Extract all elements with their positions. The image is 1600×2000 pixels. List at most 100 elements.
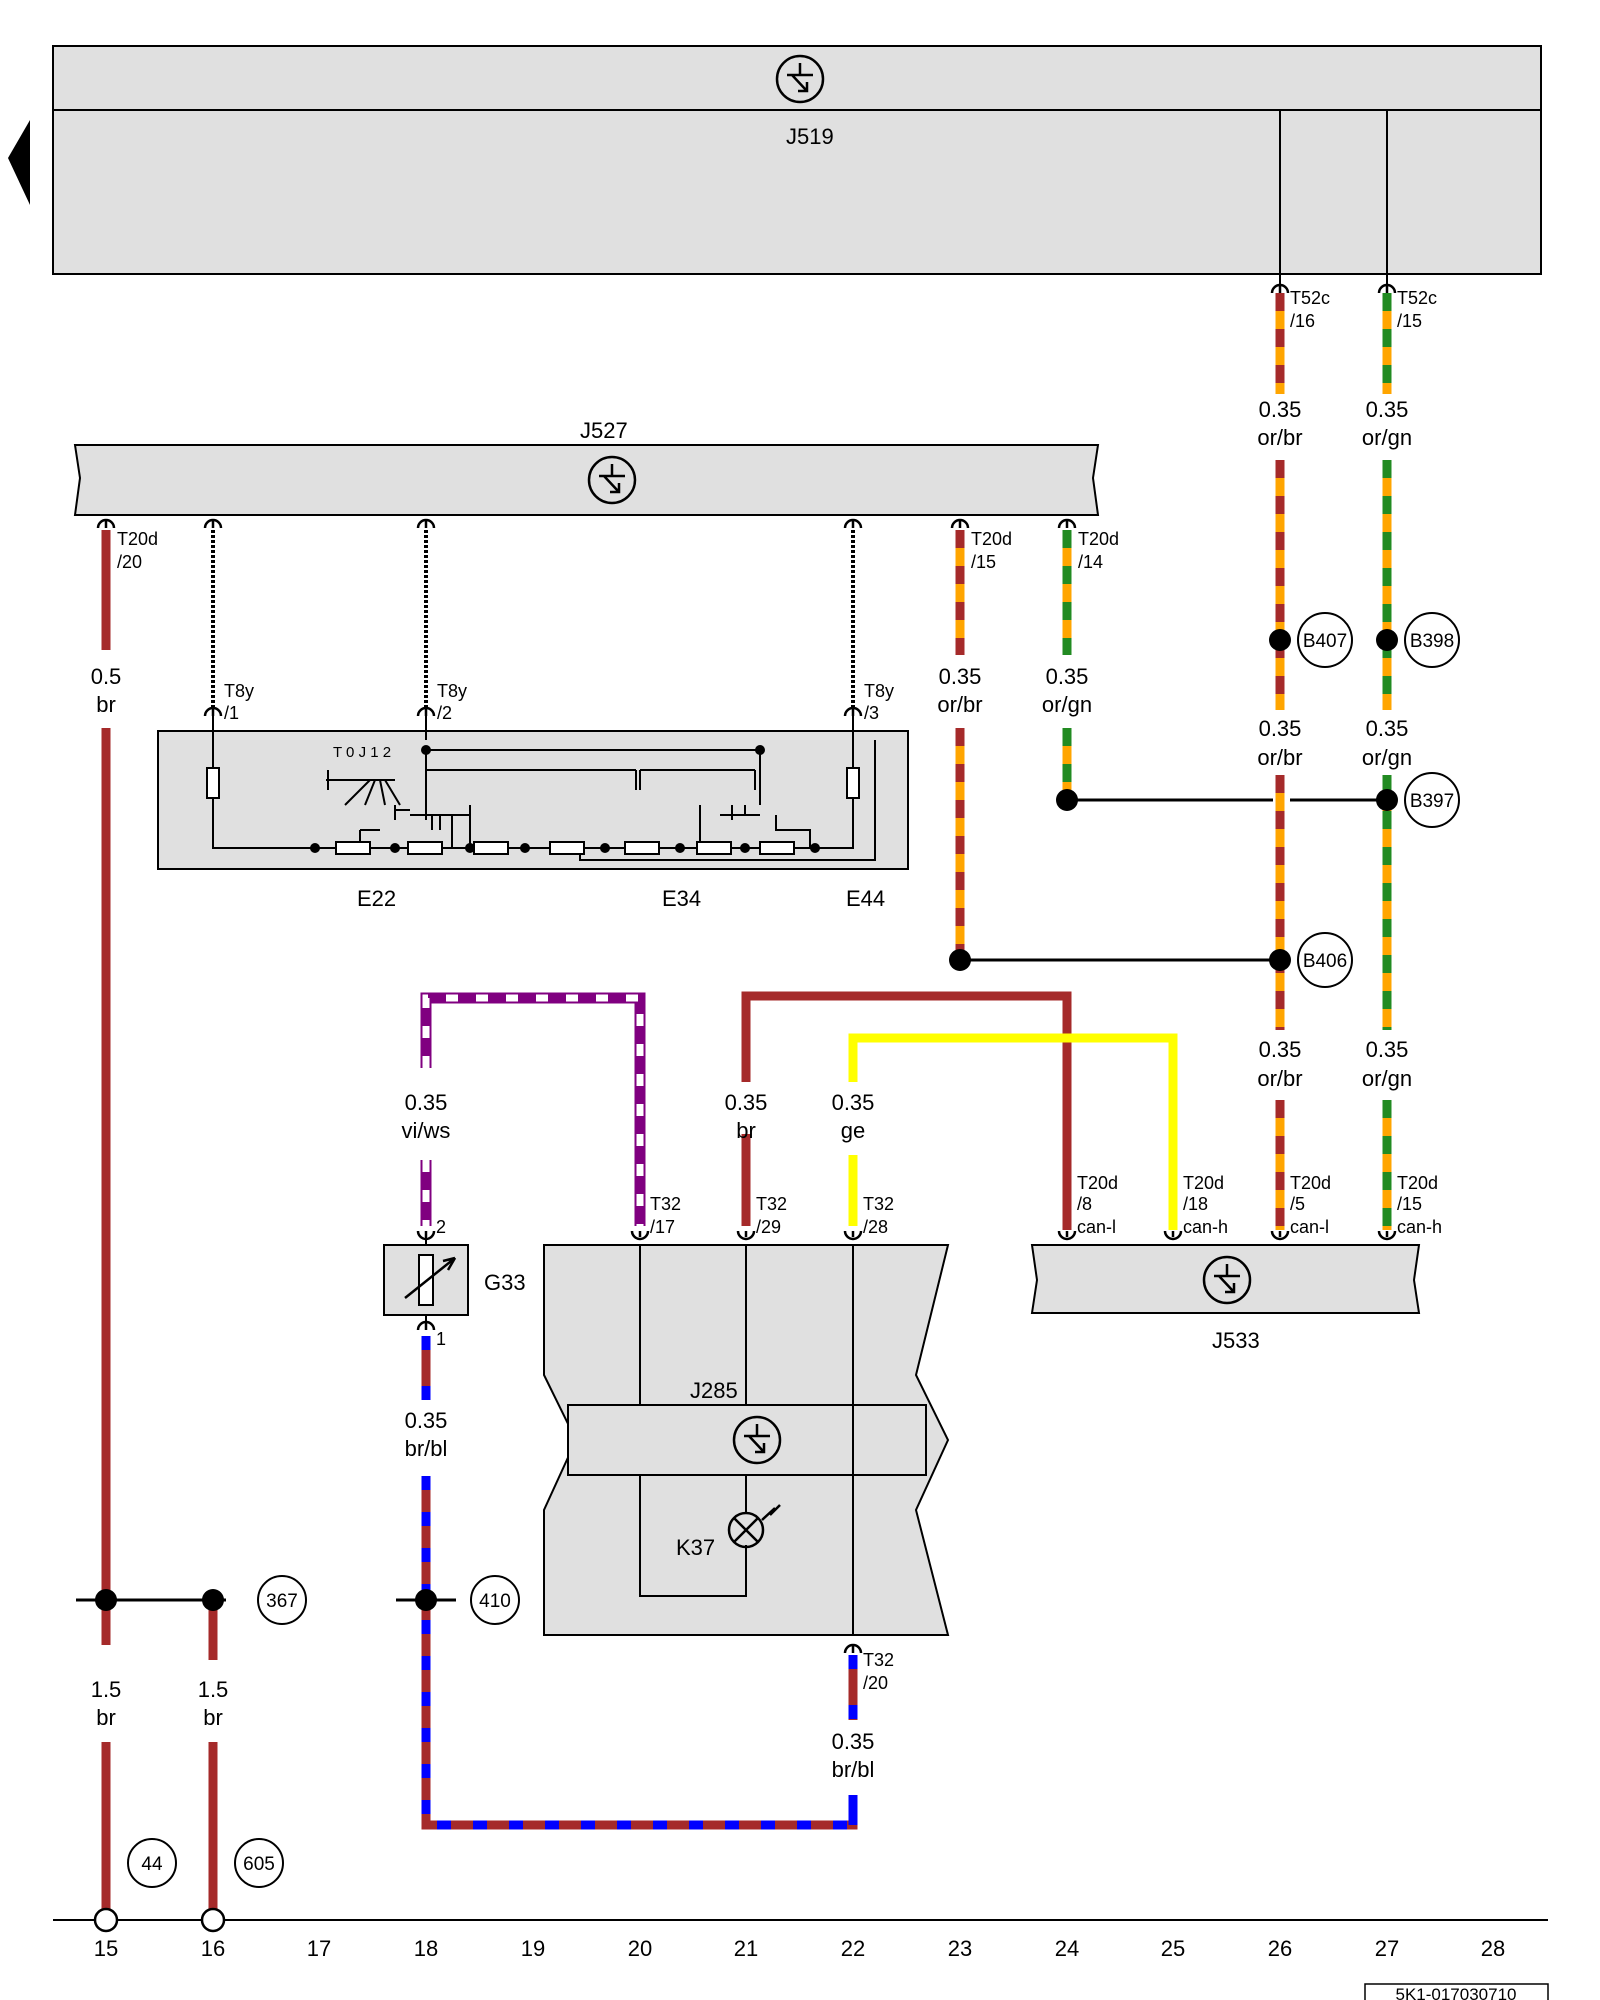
- svg-text:B407: B407: [1303, 631, 1347, 652]
- pin-label: T32: [756, 1194, 787, 1214]
- splice-point: [1269, 949, 1291, 971]
- splice-point: [1376, 789, 1398, 811]
- connector-pin-t8y-3: [843, 706, 863, 718]
- column-number: 16: [201, 1936, 225, 1961]
- component-label-e34: E34: [662, 886, 701, 911]
- connector-pin-t32-29: [736, 1229, 756, 1241]
- connector-pin-t32-28: [843, 1229, 863, 1241]
- connector-pin-t20d-20: [96, 518, 116, 530]
- connector-pin-t8y-2: [416, 706, 436, 718]
- pin-label: can-h: [1397, 1217, 1442, 1237]
- pin-label: T32: [650, 1194, 681, 1214]
- column-number: 24: [1055, 1936, 1079, 1961]
- pin-label: T20d: [1078, 529, 1119, 549]
- column-number: 18: [414, 1936, 438, 1961]
- pin-label: T52c: [1290, 288, 1330, 308]
- column-number: 22: [841, 1936, 865, 1961]
- pin-label: T8y: [224, 681, 254, 701]
- wire-color: or/br: [1257, 745, 1302, 770]
- ref-b407: B407: [1297, 612, 1353, 668]
- pin-label: T20d: [971, 529, 1012, 549]
- wire-size: 0.35: [1366, 397, 1409, 422]
- switch-block-e22-e34-e44: T 0 J 1 2: [157, 716, 909, 870]
- svg-text:5K1-017030710: 5K1-017030710: [1395, 1985, 1516, 2000]
- pin-label: can-l: [1077, 1217, 1116, 1237]
- connector-pin: [416, 518, 436, 530]
- column-number: 20: [628, 1936, 652, 1961]
- wire-size: 0.35: [832, 1090, 875, 1115]
- page-back-arrow-icon[interactable]: [8, 120, 30, 205]
- wire-size: 0.35: [1366, 1037, 1409, 1062]
- pin-label: T20d: [117, 529, 158, 549]
- pin-label: /14: [1078, 552, 1103, 572]
- pin-label: /15: [1397, 311, 1422, 331]
- wire-color: or/gn: [1362, 1066, 1412, 1091]
- wire-color: or/br: [1257, 1066, 1302, 1091]
- svg-text:B397: B397: [1410, 791, 1454, 812]
- pin-label: T20d: [1397, 1173, 1438, 1193]
- wire-size: 0.35: [405, 1408, 448, 1433]
- svg-text:B406: B406: [1303, 951, 1347, 972]
- wire-size: 0.35: [1046, 664, 1089, 689]
- wire-size: 0.35: [725, 1090, 768, 1115]
- wire-color: br/bl: [405, 1436, 448, 1461]
- connector-pin: [203, 518, 223, 530]
- svg-text:B398: B398: [1410, 631, 1454, 652]
- ref-b398: B398: [1404, 612, 1460, 668]
- connector-pin-t32-17: [630, 1229, 650, 1241]
- pin-label: T20d: [1077, 1173, 1118, 1193]
- pin-label: T20d: [1183, 1173, 1224, 1193]
- module-j533: J533: [1030, 1244, 1421, 1353]
- connector-pin-t20d-8: [1057, 1229, 1077, 1241]
- wire-color: vi/ws: [402, 1118, 451, 1143]
- connector-pin-t20d-18: [1163, 1229, 1183, 1241]
- connector-pin-g33-1: [416, 1320, 436, 1332]
- wire-color: br: [96, 692, 116, 717]
- warning-lamp-icon: [727, 1504, 781, 1549]
- pin-label: /3: [864, 703, 879, 723]
- connector-pin-t20d-15: [1377, 1229, 1397, 1241]
- module-j527: J527: [73, 418, 1100, 516]
- wire-vi-ws: [420, 992, 646, 1226]
- wire-size: 0.5: [91, 664, 122, 689]
- wire-color: or/br: [937, 692, 982, 717]
- ref-44: 44: [127, 1838, 177, 1888]
- wire-color: or/gn: [1362, 745, 1412, 770]
- wire-color: or/gn: [1362, 425, 1412, 450]
- svg-text:44: 44: [141, 1854, 163, 1875]
- label-background: [828, 1082, 880, 1146]
- column-number: 23: [948, 1936, 972, 1961]
- wire-size: 0.35: [939, 664, 982, 689]
- splice-point: [202, 1589, 224, 1611]
- pin-label: /28: [863, 1217, 888, 1237]
- pin-label: /20: [863, 1673, 888, 1693]
- connector-pin-t20d-5: [1270, 1229, 1290, 1241]
- pin-label: /5: [1290, 1194, 1305, 1214]
- column-number: 26: [1268, 1936, 1292, 1961]
- connector-pin-t32-20: [843, 1643, 863, 1655]
- pin-label: /15: [1397, 1194, 1422, 1214]
- pin-label: /16: [1290, 311, 1315, 331]
- sensor-g33: [383, 1232, 469, 1328]
- pin-label: 2: [436, 1217, 446, 1237]
- wire-size: 0.35: [1259, 716, 1302, 741]
- splice-point: [415, 1589, 437, 1611]
- column-number: 27: [1375, 1936, 1399, 1961]
- wire-group-can-b407-b398: [1275, 293, 1392, 1230]
- pin-label: T32: [863, 1650, 894, 1670]
- splice-point: [1056, 789, 1078, 811]
- module-label-j519: J519: [786, 124, 834, 149]
- wire-size: 0.35: [1366, 716, 1409, 741]
- pin-label: /15: [971, 552, 996, 572]
- wire-color: br: [736, 1118, 756, 1143]
- wire-size: 1.5: [91, 1677, 122, 1702]
- component-label-k37: K37: [676, 1535, 715, 1560]
- column-numbers: 15 16 17 18 19 20 21 22 23 24 25 26 27 2…: [94, 1936, 1505, 1961]
- wire-size: 1.5: [198, 1677, 229, 1702]
- ref-605: 605: [234, 1838, 284, 1888]
- svg-text:605: 605: [243, 1854, 275, 1875]
- module-label-j533: J533: [1212, 1328, 1260, 1353]
- pin-label: T32: [863, 1194, 894, 1214]
- pin-label: 1: [436, 1329, 446, 1349]
